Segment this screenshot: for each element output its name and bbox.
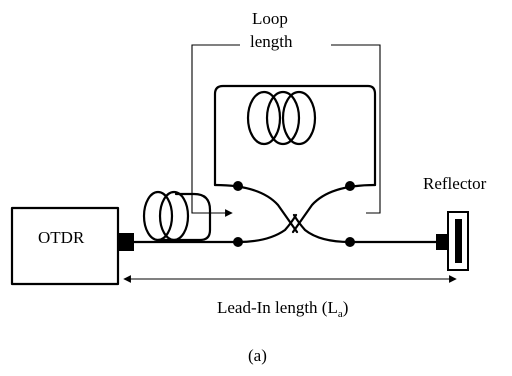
lead-in-label-close: ) [343, 298, 349, 317]
otdr-label: OTDR [38, 228, 85, 247]
lead-in-coil-icon [142, 190, 190, 242]
reflector-connector [436, 234, 448, 250]
figure-caption: (a) [248, 346, 267, 365]
loop-length-label-line1: Loop [252, 9, 288, 28]
loop-length-label-line2: length [250, 32, 293, 51]
coupler-fiber-upper-right [291, 183, 377, 234]
loop-length-bracket [191, 44, 381, 214]
fiber-loop [213, 84, 377, 187]
coupler-port-dot [345, 181, 355, 191]
coupler-port-dot [233, 181, 243, 191]
coupler-fiber-lower-right [292, 213, 450, 244]
reflector-label: Reflector [423, 174, 487, 193]
reflector-plate [455, 219, 462, 263]
otdr-connector [118, 233, 134, 251]
lead-in-length-label: Lead-In length (La) [217, 298, 348, 320]
lead-in-label-subscript: a [338, 308, 343, 320]
loop-coil-icon [246, 90, 317, 146]
coupler-port-dot [345, 237, 355, 247]
coupler-fiber-upper-left [213, 183, 299, 234]
lead-in-fiber [156, 192, 212, 242]
coupler-port-dot [233, 237, 243, 247]
coupler-fiber-lower-left [123, 213, 298, 244]
lead-in-label-text: Lead-In length (L [217, 298, 338, 317]
